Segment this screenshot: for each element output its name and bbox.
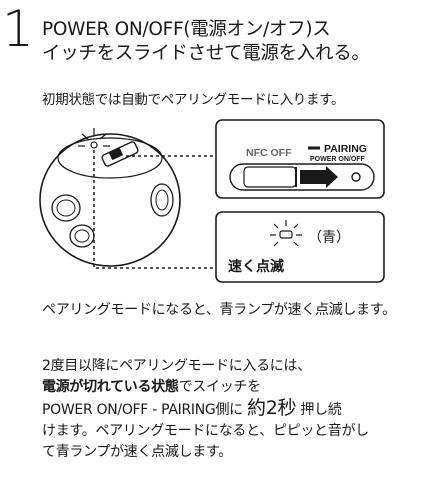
lamp-status-box: （青） 速く点滅 xyxy=(215,211,385,283)
step-heading: POWER ON/OFF(電源オン/オフ)ス イッチをスライドさせて電源を入れる… xyxy=(42,18,370,66)
para2-line-3-a: POWER ON/OFF - PAIRING側に xyxy=(42,402,247,418)
heading-line-2: イッチをスライドさせて電源を入れる。 xyxy=(42,43,370,64)
para2-line-1: 2度目以降にペアリングモードに入るには、 xyxy=(42,358,311,374)
speaker-lamp-icon xyxy=(78,128,110,149)
pairing-label: PAIRING xyxy=(324,143,367,155)
heading-line-1: POWER ON/OFF(電源オン/オフ)ス xyxy=(42,19,331,40)
para2-line-5: て青ランプが速く点滅します。 xyxy=(42,444,232,460)
seconds-unit: 秒 xyxy=(277,397,297,419)
top-switch xyxy=(101,141,139,167)
speaker-illustration: NFC OFF PAIRING POWER ON/OFF （青） 速く点滅 xyxy=(39,119,385,283)
speaker-body xyxy=(39,133,181,267)
para2-line-2: 電源が切れている状態でスイッチを xyxy=(42,377,422,398)
callout-lines xyxy=(93,150,216,269)
step-subtitle: 初期状態では自動でペアリングモードに入ります。 xyxy=(42,92,345,108)
para2-line-4: けます。ペアリングモードになると、ピピッと音がし xyxy=(42,423,369,439)
blue-lamp-icon xyxy=(270,220,302,247)
fast-blink-label: 速く点滅 xyxy=(228,258,284,275)
nfc-off-label: NFC OFF xyxy=(246,147,292,159)
switch-zoom-box: NFC OFF PAIRING POWER ON/OFF xyxy=(215,119,385,199)
blue-color-label: （青） xyxy=(308,230,350,246)
slide-arrow-icon xyxy=(300,166,338,188)
para2-line-2-rest: でスイッチを xyxy=(178,379,262,395)
para2-line-3: POWER ON/OFF - PAIRING側に 約2秒 押し続 xyxy=(42,398,422,421)
approx-label: 約 xyxy=(247,397,266,419)
para2-line-3-b: 押し続 xyxy=(296,402,342,418)
power-off-state-emphasis: 電源が切れている状態 xyxy=(42,379,179,395)
paragraph-pairing-blink: ペアリングモードになると、青ランプが速く点滅します。 xyxy=(42,302,396,318)
seconds-value: 2 xyxy=(265,397,278,419)
step-number: 1 xyxy=(2,0,34,58)
power-on-off-label: POWER ON/OFF xyxy=(310,156,366,163)
paragraph-second-pairing: 2度目以降にペアリングモードに入るには、 電源が切れている状態でスイッチを PO… xyxy=(42,356,422,463)
